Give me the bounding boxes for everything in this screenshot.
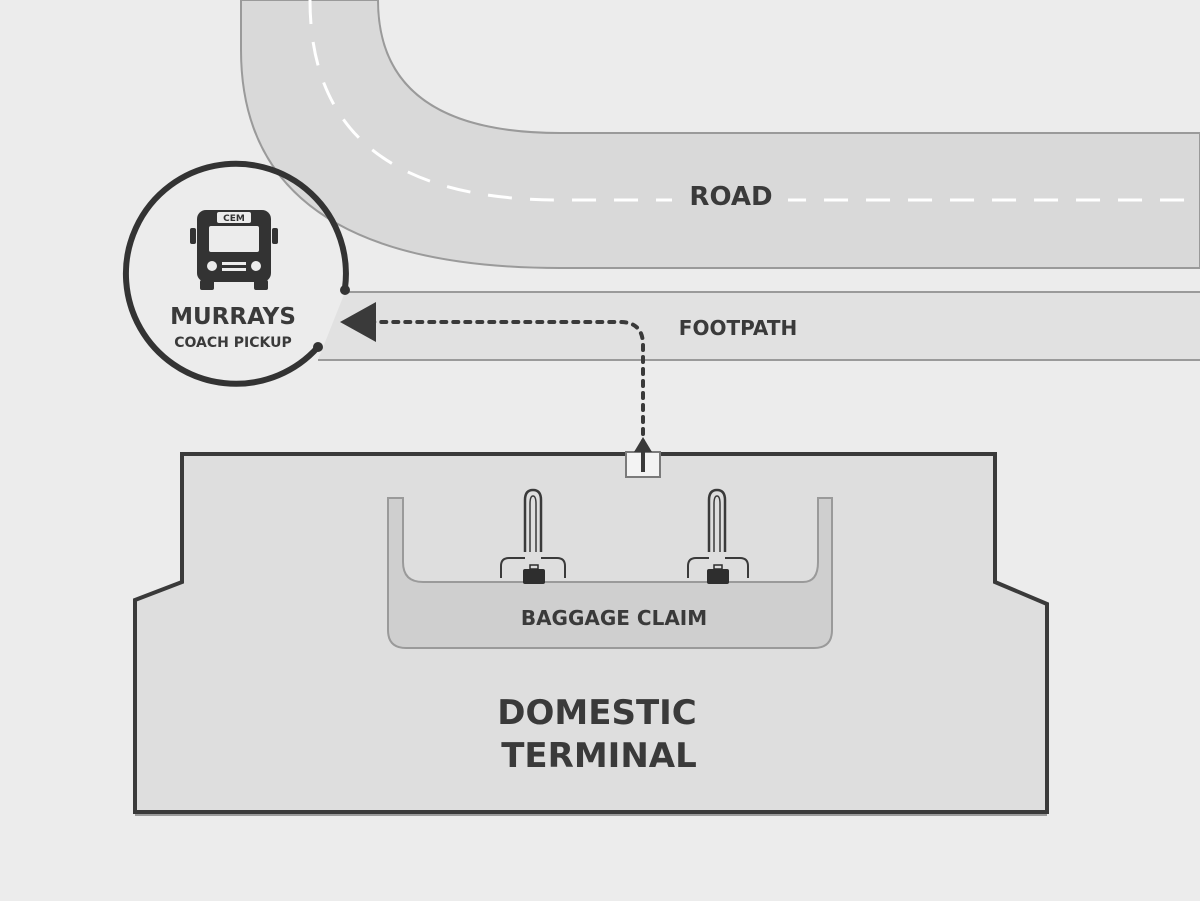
road-label: ROAD (689, 182, 772, 212)
footpath-label: FOOTPATH (679, 316, 797, 340)
pickup-title: MURRAYS (170, 304, 296, 330)
footpath: FOOTPATH (318, 291, 1200, 361)
road: ROAD (240, 0, 1200, 269)
road-centerline (308, 0, 1200, 202)
terminal-label-line1: DOMESTIC (497, 693, 696, 733)
baggage-claim-area: BAGGAGE CLAIM (387, 488, 833, 649)
luggage-carousel-icon (500, 488, 566, 584)
pickup-subtitle: COACH PICKUP (174, 335, 291, 351)
domestic-terminal: BAGGAGE CLAIM DOMESTIC TERMINAL (133, 437, 1049, 816)
walking-route (340, 302, 645, 460)
coach-pickup[interactable]: CEM MURRAYS COACH PICKUP (122, 160, 350, 387)
luggage-carousel-icon (687, 488, 749, 584)
baggage-claim-label: BAGGAGE CLAIM (521, 606, 707, 630)
terminal-label-line2: TERMINAL (501, 736, 697, 776)
bus-icon: CEM (190, 210, 278, 290)
bus-sign-text: CEM (223, 214, 245, 224)
exit-arrow-icon[interactable] (625, 437, 661, 478)
